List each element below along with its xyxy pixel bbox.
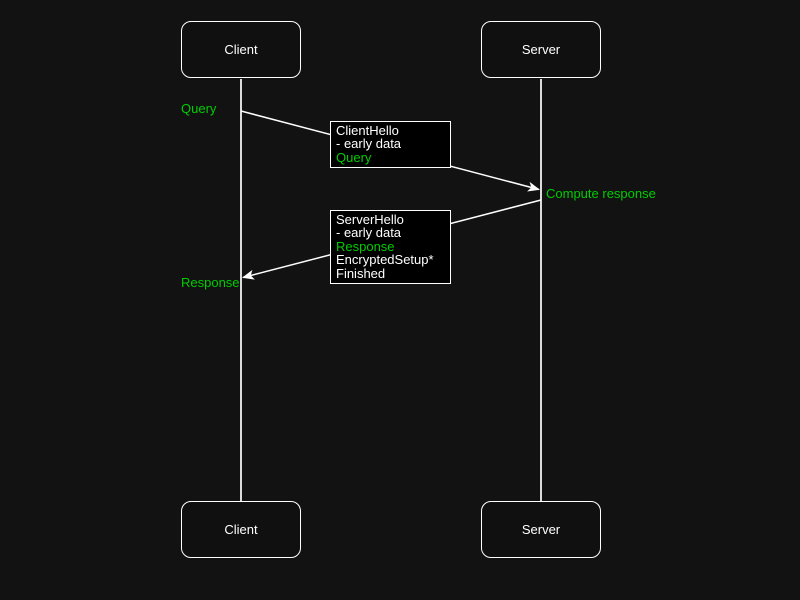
actor-server-top: Server xyxy=(481,21,601,78)
actor-client-bottom-label: Client xyxy=(224,522,258,537)
message-line-highlighted: Response xyxy=(336,238,395,254)
message-line: Finished xyxy=(336,265,386,281)
actor-server-top-label: Server xyxy=(521,42,561,57)
annotation-query: Query xyxy=(181,101,217,116)
message-line-highlighted: Query xyxy=(336,149,372,165)
actor-server-bottom-label: Server xyxy=(521,522,561,537)
annotation-response: Response xyxy=(181,275,240,290)
message-line: - early data xyxy=(336,225,402,241)
actor-client-top-label: Client xyxy=(224,42,258,57)
message-line: - early data xyxy=(336,136,402,152)
message-line: ServerHello xyxy=(336,212,404,227)
message-box-server-hello: ServerHello - early data Response Encryp… xyxy=(330,210,451,285)
actor-server-bottom: Server xyxy=(481,501,601,558)
message-box-client-hello: ClientHello - early data Query xyxy=(330,121,451,169)
actor-client-top: Client xyxy=(181,21,301,78)
message-line: ClientHello xyxy=(336,123,399,138)
message-line: EncryptedSetup* xyxy=(336,252,434,268)
actor-client-bottom: Client xyxy=(181,501,301,558)
annotation-compute-response: Compute response xyxy=(546,186,656,201)
